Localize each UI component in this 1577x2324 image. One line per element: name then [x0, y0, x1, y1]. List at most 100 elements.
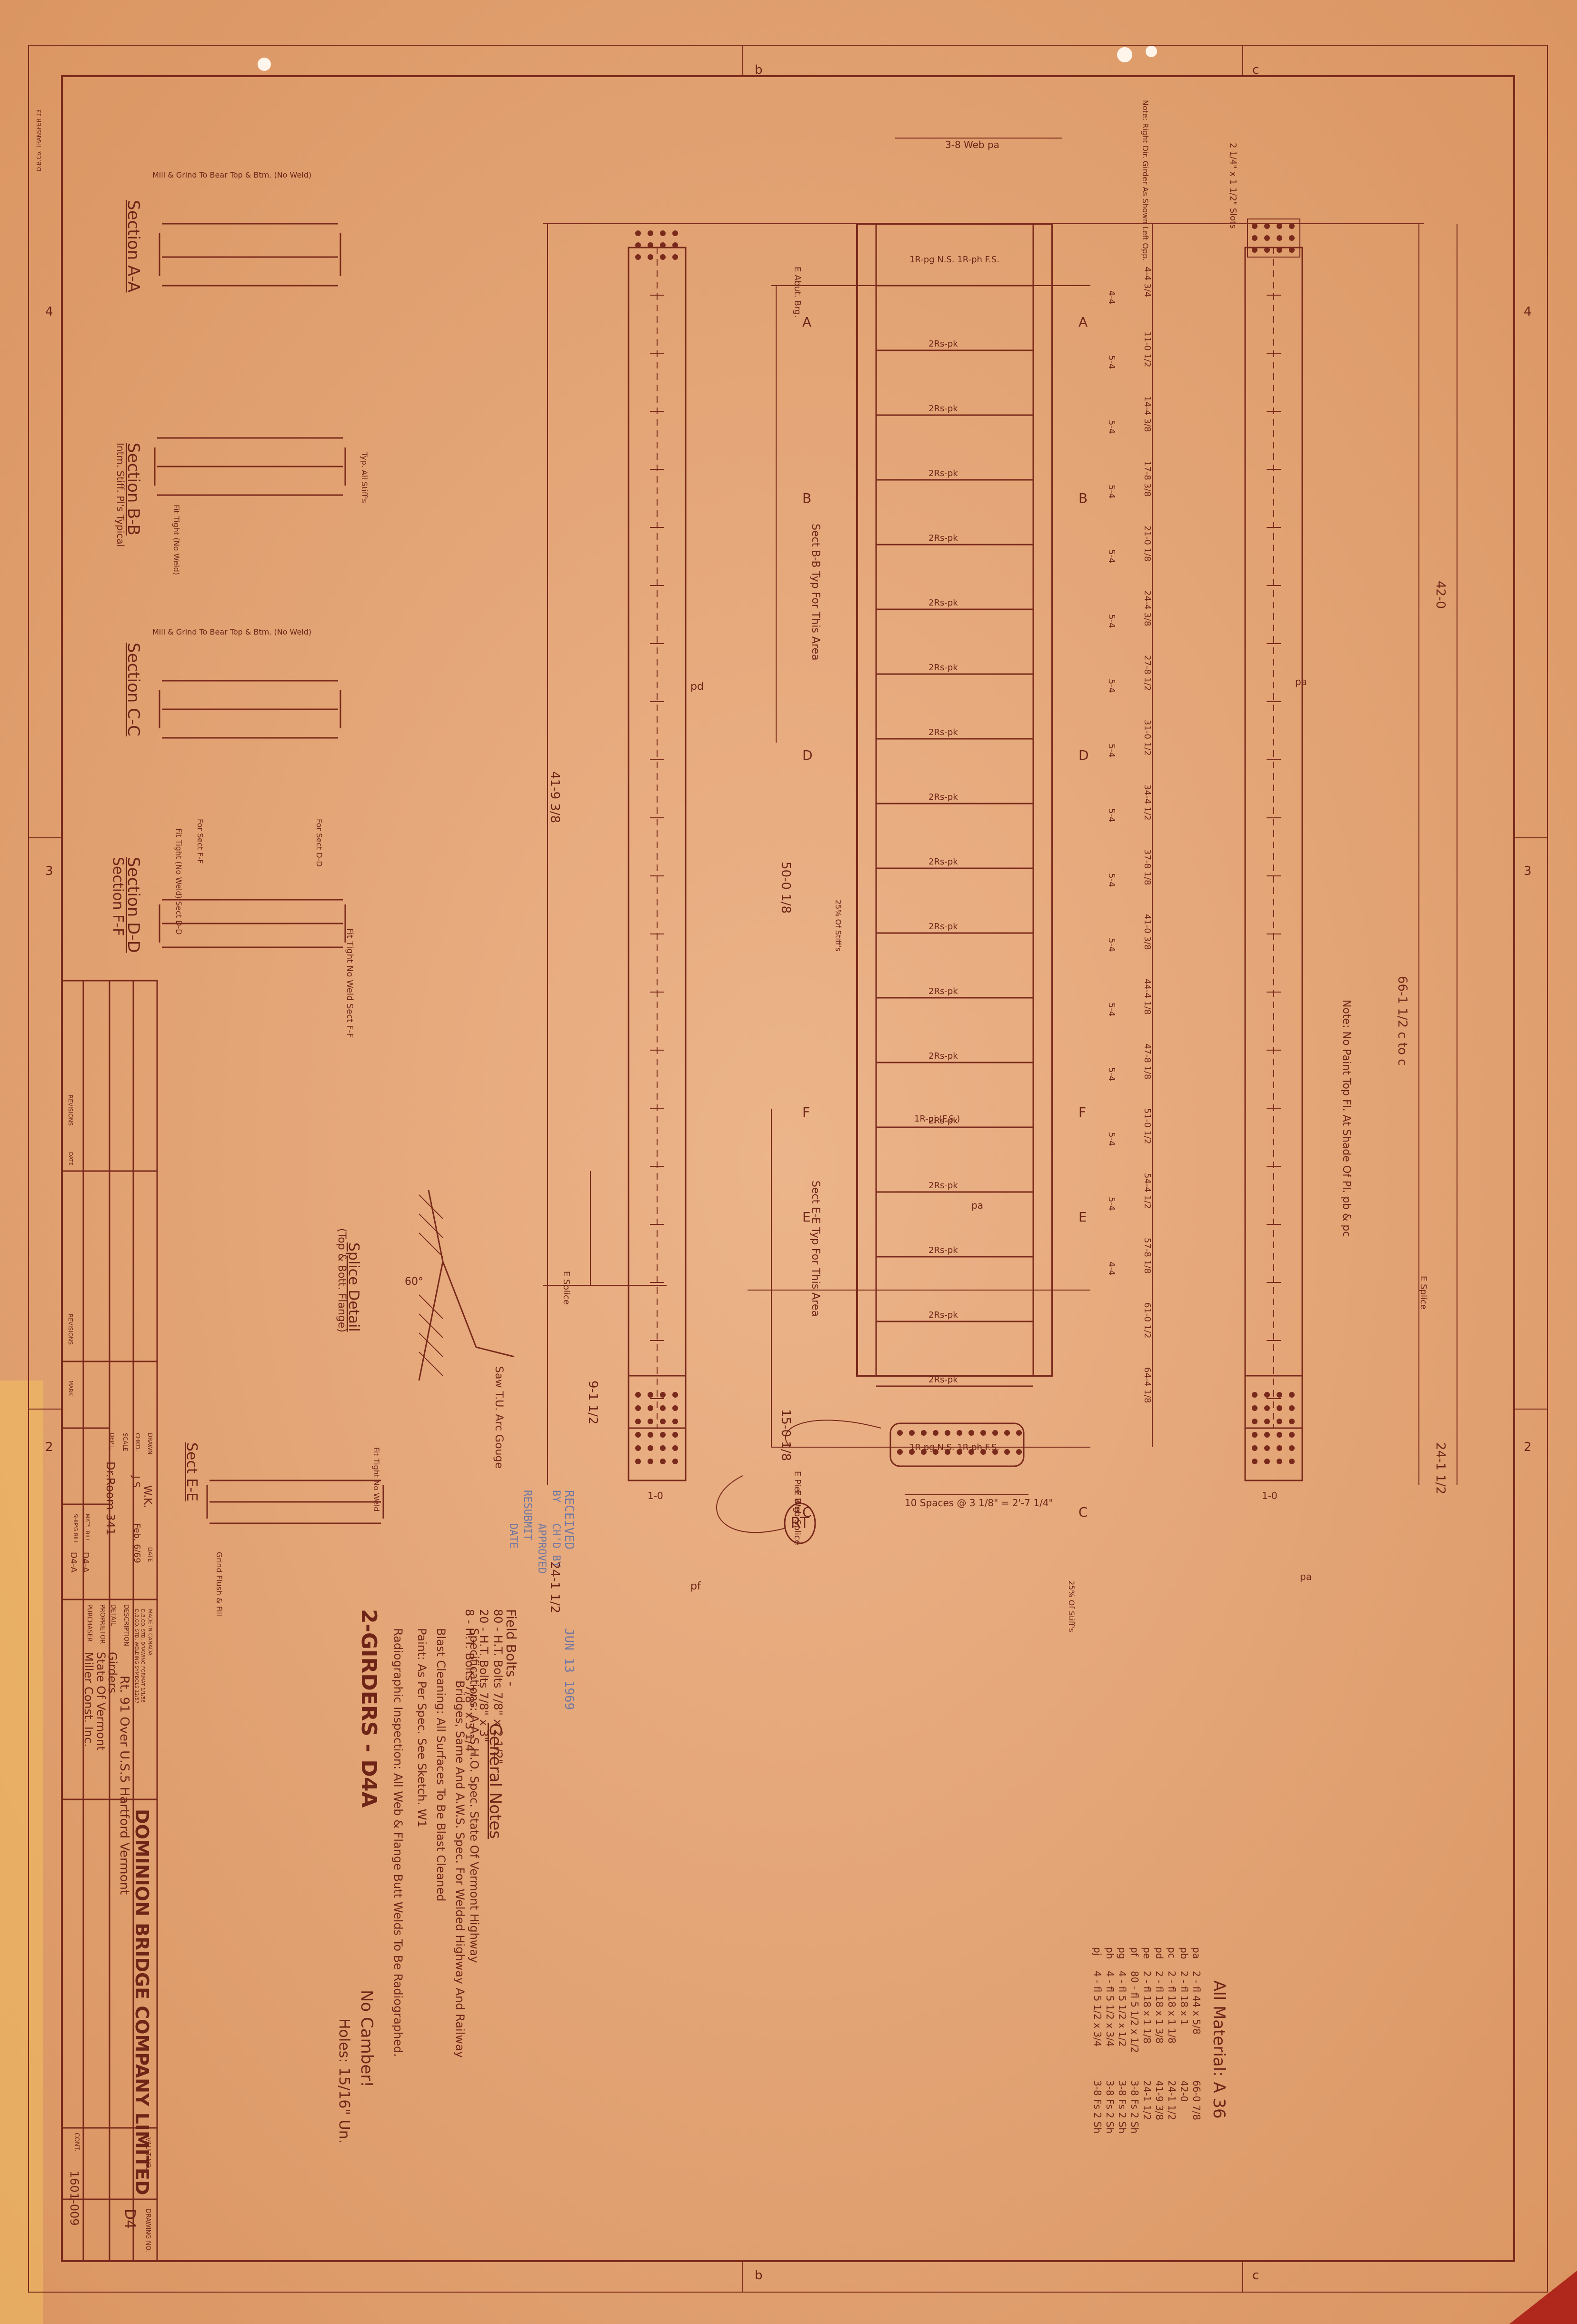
- stamp-by: BY: [550, 1490, 562, 1503]
- bolt-hole: [1277, 1445, 1282, 1451]
- dimension-label: 5-4: [1107, 679, 1117, 693]
- bolt-hole: [1277, 247, 1282, 253]
- material-length: 24-1 1/2: [1141, 2080, 1153, 2120]
- material-spec: 2 - fl 18 x 1 1/8: [1166, 1971, 1178, 2044]
- stiffener-label: 2Rs-pk: [928, 1310, 958, 1320]
- stiffener-label: 2Rs-pk: [928, 404, 958, 414]
- bolt-hole: [933, 1430, 938, 1436]
- splice-title: Splice Detail: [345, 1242, 362, 1332]
- dimension-label: 5-4: [1107, 1132, 1117, 1146]
- plate-pf-label: pf: [690, 1580, 701, 1592]
- dimension-label: 5-4: [1107, 1003, 1117, 1017]
- section-ee-grind: Grind Flush & Fill: [215, 1552, 224, 1617]
- splice-cl-label: E Splice: [561, 1271, 571, 1305]
- revisions-label: REVISIONS: [67, 1095, 74, 1126]
- cont-label: CONT.: [73, 2133, 80, 2152]
- spec-line: Radiographic Inspection: All Web & Flang…: [391, 1628, 405, 2057]
- stiffener-label: 2Rs-pk: [928, 598, 958, 608]
- material-mark: pa: [1191, 1947, 1202, 1959]
- bolt-hole: [1289, 1419, 1295, 1424]
- material-mark: pb: [1178, 1947, 1190, 1959]
- bolt-hole: [635, 254, 641, 260]
- splice-angle: 60°: [405, 1276, 423, 1288]
- weld-note: 25% Of Stiff's: [1067, 1580, 1076, 1632]
- bolt-hole: [921, 1430, 927, 1436]
- stiff-pg-label: 1R-pg N.S. 1R-ph F.S.: [909, 1442, 999, 1452]
- zone-label: 4: [1524, 305, 1532, 319]
- bolt-hole: [648, 1432, 653, 1438]
- bolt-hole: [1289, 1392, 1295, 1398]
- web-splice-plate: [889, 1422, 1025, 1467]
- bolt-hole: [660, 1445, 666, 1451]
- bolt-hole: [660, 230, 666, 236]
- stiffener-label: 2Rs-pk: [928, 339, 958, 349]
- bolt-hole: [1264, 1419, 1270, 1424]
- section-dd-note: Fit Tight (No Weld) Sect D-D: [174, 828, 183, 935]
- form-note: D.B.CO. STD. WELDING SYMBOLS 12/57: [134, 1609, 139, 1704]
- bolt-hole: [1277, 1392, 1282, 1398]
- bolt-hole: [1264, 1445, 1270, 1451]
- zone-label: 2: [1524, 1440, 1532, 1454]
- bolt-hole: [660, 1459, 666, 1464]
- zone-label: c: [1252, 2268, 1259, 2283]
- scale-label: SCALE: [122, 1433, 129, 1451]
- section-mark: D: [802, 747, 813, 763]
- bolt-hole: [968, 1430, 974, 1436]
- dimension-label: 5-4: [1107, 938, 1117, 952]
- stiffener-label: 2Rs-pk: [928, 986, 958, 996]
- section-mark: C: [1078, 1504, 1088, 1520]
- bolt-hole: [672, 230, 678, 236]
- bolt-hole: [1264, 235, 1270, 241]
- splice-hatching: [419, 1194, 443, 1376]
- ship-bill-label: SHIP'G BILL: [72, 1514, 79, 1544]
- section-dd-forf: For Sect F-F: [196, 819, 205, 864]
- bolt-hole: [897, 1430, 903, 1436]
- mark-col: MARK: [68, 1380, 74, 1396]
- bolt-hole: [1289, 1459, 1295, 1464]
- section-bb-note: Fit Tight (No Weld): [172, 505, 181, 575]
- material-mark: pf: [1129, 1947, 1140, 1957]
- bolt-hole: [660, 1419, 666, 1424]
- bolt-hole: [1252, 1405, 1258, 1411]
- stamp-line: DATE: [507, 1523, 519, 1549]
- gage-note: 1-0: [648, 1490, 663, 1501]
- bolt-hole: [635, 1392, 641, 1398]
- bolt-hole: [1289, 223, 1295, 229]
- bolt-hole: [1252, 1459, 1258, 1464]
- field-bolt-line: 20 - H.T. Bolts 7/8" x 3": [477, 1609, 490, 1742]
- dim-d2: 9-1 1/2: [586, 1380, 600, 1425]
- bolt-hole: [1289, 235, 1295, 241]
- dimension-label: 5-4: [1107, 1067, 1117, 1082]
- detail-label: DETAIL: [110, 1604, 117, 1626]
- stiffener-label: 2Rs-pk: [928, 1375, 958, 1385]
- bolt-hole: [1277, 1419, 1282, 1424]
- drawing-no-label: DRAWING NO.: [144, 2209, 151, 2252]
- dimension-label: 47-8 1/8: [1142, 1043, 1152, 1080]
- dimension-label: 44-4 1/8: [1142, 979, 1152, 1015]
- dimension-label: 61-0 1/2: [1142, 1302, 1152, 1339]
- zone-label: b: [755, 63, 763, 77]
- holes-note: Holes: 15/16" Un.: [336, 2018, 352, 2144]
- section-dd-title: Section D-D: [124, 857, 143, 953]
- section-mark: E: [802, 1209, 811, 1225]
- bolt-hole: [648, 1459, 653, 1464]
- stiffener-label: 2Rs-pk: [928, 792, 958, 802]
- punch-hole: [1146, 46, 1157, 57]
- bolt-hole: [1004, 1449, 1010, 1455]
- bolt-hole: [660, 1405, 666, 1411]
- material-length: 3-8 Fs 2 Sh: [1129, 2080, 1140, 2134]
- dept-label: DEPT.: [109, 1433, 115, 1449]
- stiffener-label: 2Rs-pk: [928, 922, 958, 932]
- stiffener-label: 2Rs-pk: [928, 468, 958, 478]
- bolt-hole: [635, 1419, 641, 1424]
- dimension-label: 57-8 1/8: [1142, 1238, 1152, 1274]
- plate-pa-label: pa: [1300, 1571, 1312, 1582]
- section-dd-sub: Section F-F: [110, 857, 126, 936]
- bolt-hole: [1289, 247, 1295, 253]
- top-flange-plan: [628, 247, 687, 1481]
- material-mark: ph: [1104, 1947, 1116, 1959]
- section-mark: F: [1078, 1104, 1087, 1120]
- bolt-hole: [968, 1449, 974, 1455]
- bolt-hole: [1289, 1432, 1295, 1438]
